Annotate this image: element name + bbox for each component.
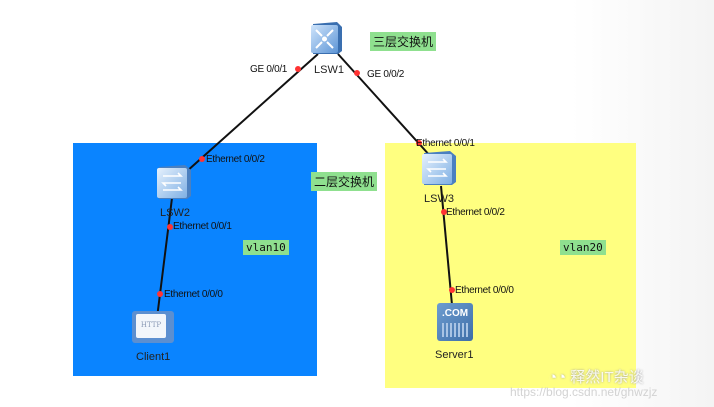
link-lsw1-lsw2[interactable] — [185, 53, 319, 173]
watermark-title: ◔◔ 释然IT杂谈 — [548, 366, 644, 387]
port-label: Ethernet 0/0/0 — [164, 289, 223, 300]
port-label: GE 0/0/1 — [250, 64, 288, 75]
vlan10-label: vlan10 — [243, 240, 289, 255]
port-dot — [199, 156, 205, 162]
port-label: GE 0/0/2 — [367, 69, 405, 80]
l2-switch-icon[interactable] — [420, 148, 460, 188]
l3-switch-icon[interactable] — [308, 20, 344, 56]
l2-switch-annotation: 二层交换机 — [311, 172, 378, 191]
vlan20-label: vlan20 — [560, 240, 606, 255]
port-dot — [416, 140, 422, 146]
port-dot — [354, 70, 360, 76]
port-dot — [449, 287, 455, 293]
lsw3-label: LSW3 — [424, 193, 454, 205]
link-lsw1-lsw3[interactable] — [337, 53, 433, 159]
l3-switch-annotation: 三层交换机 — [370, 32, 437, 51]
server-icon[interactable]: .COM — [437, 303, 473, 341]
wechat-icon: ◔◔ — [548, 369, 571, 386]
port-label: Ethernet 0/0/2 — [446, 207, 505, 218]
port-dot — [167, 224, 173, 230]
watermark-title-text: 释然IT杂谈 — [570, 369, 644, 386]
link-lsw2-client1[interactable] — [156, 197, 173, 319]
port-dot — [295, 66, 301, 72]
watermark-url: https://blog.csdn.net/ghwzjz — [510, 385, 658, 399]
port-dot — [441, 209, 447, 215]
server1-label: Server1 — [435, 349, 474, 361]
lsw1-label: LSW1 — [314, 64, 344, 76]
port-dot — [157, 291, 163, 297]
lsw2-label: LSW2 — [160, 207, 190, 219]
server-icon-text: .COM — [441, 308, 469, 319]
port-label: Ethernet 0/0/2 — [206, 154, 265, 165]
l2-switch-icon[interactable] — [155, 162, 195, 202]
link-lsw3-server1[interactable] — [440, 185, 453, 306]
client-icon-text: HTTP — [136, 314, 166, 338]
client-icon[interactable]: HTTP — [132, 311, 174, 343]
vlan10-area — [73, 143, 317, 376]
port-label: Ethernet 0/0/1 — [416, 138, 475, 149]
client1-label: Client1 — [136, 351, 171, 363]
port-label: Ethernet 0/0/1 — [173, 221, 232, 232]
server-grill — [442, 323, 468, 337]
port-label: Ethernet 0/0/0 — [455, 285, 514, 296]
